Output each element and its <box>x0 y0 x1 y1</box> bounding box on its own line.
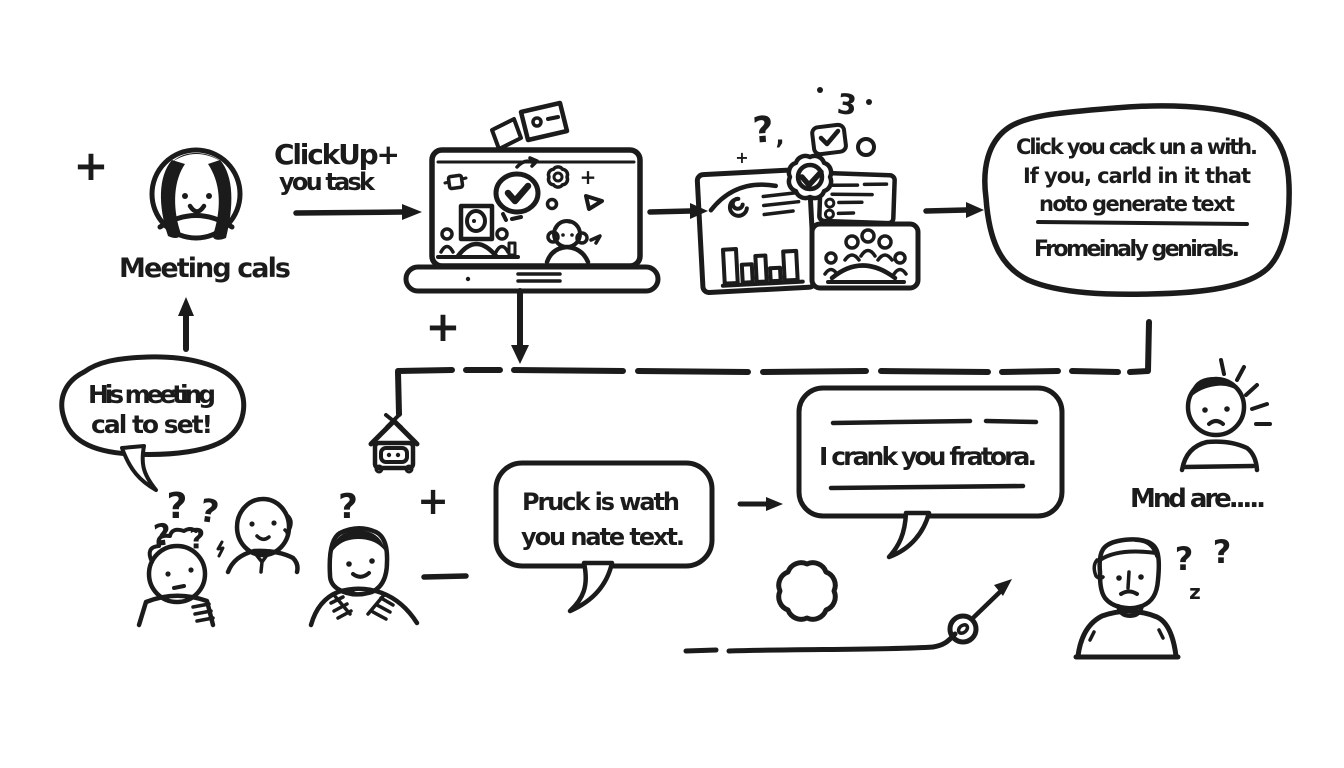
person-bald <box>225 496 300 575</box>
person-striped-jacket <box>308 526 420 628</box>
his-meeting-line2: cal to set! <box>91 410 213 439</box>
laptop-illustration: + <box>403 100 661 294</box>
screen-plus-mark: + <box>580 165 597 189</box>
clickup-label-line2: you task <box>279 168 376 196</box>
result-bubble-line3: noto generate text <box>1039 192 1235 216</box>
result-speech-bubble: Click you cack un a with. If you, carld … <box>982 103 1292 298</box>
flow-arrow-3 <box>923 202 984 218</box>
dashed-connector <box>395 319 1152 417</box>
minus-mark <box>421 573 469 580</box>
result-bubble-line2: If you, carld in it that <box>1023 164 1251 188</box>
crank-speech-bubble: I crank you fratora. <box>796 385 1065 560</box>
down-arrow <box>511 288 529 364</box>
flow-arrow-1 <box>293 204 422 220</box>
dashboard-illustration: ? , 3 + <box>694 87 921 295</box>
question-mark: ? <box>1213 533 1232 571</box>
result-bubble-line1: Click you cack un a with. <box>1016 135 1258 159</box>
corner-plus-mark: + <box>73 141 108 190</box>
right-question-marks: ? ? z <box>1175 533 1232 604</box>
pruck-line1: Pruck is wath <box>522 488 680 516</box>
pruck-speech-bubble: Pruck is wath you nate text. <box>493 460 715 614</box>
dashboard-sparkle-plus: + <box>735 148 748 167</box>
question-marks-cluster: ? ? ? ? <box>152 486 222 555</box>
confused-team: ? <box>136 487 420 628</box>
laptop-screen-doodles: + <box>436 156 604 265</box>
mnd-caption: Mnd are..... <box>1130 484 1266 514</box>
meeting-card-people <box>823 228 908 284</box>
clickup-label-line1: ClickUp+ <box>274 138 400 171</box>
persona-caption: Meeting cals <box>119 253 291 284</box>
crank-line: I crank you fratora. <box>819 442 1037 471</box>
person-curly-hair <box>136 527 216 628</box>
worried-person <box>1179 358 1272 473</box>
house-plus-mark: + <box>417 479 449 523</box>
question-mark: ? <box>167 486 188 527</box>
dashboard-comma-mark: , <box>775 122 784 150</box>
z-mark: z <box>1189 580 1201 604</box>
pondering-person <box>1073 537 1181 660</box>
baseline-connector <box>683 631 958 654</box>
his-meeting-line1: His meeting <box>88 380 216 409</box>
laptop-plus-mark: + <box>425 302 460 351</box>
result-bubble-line4: Fromeinaly genirals. <box>1034 237 1240 262</box>
clickup-label: ClickUp+ you task <box>274 138 400 196</box>
compass-pin <box>947 579 1012 645</box>
his-meeting-speech-bubble: His meeting cal to set! <box>59 354 247 492</box>
pruck-line2: you nate text. <box>521 523 685 551</box>
persona-avatar <box>149 147 243 241</box>
question-mark: ? <box>198 491 222 531</box>
thought-cloud <box>776 560 838 622</box>
question-mark: ? <box>338 487 358 527</box>
up-arrow <box>178 297 194 352</box>
small-arrow <box>737 497 783 511</box>
question-mark: ? <box>1175 540 1194 578</box>
dashboard-question-mark: ? <box>751 109 775 151</box>
dashboard-three-mark: 3 <box>836 87 859 122</box>
home-robot-icon <box>368 412 420 474</box>
